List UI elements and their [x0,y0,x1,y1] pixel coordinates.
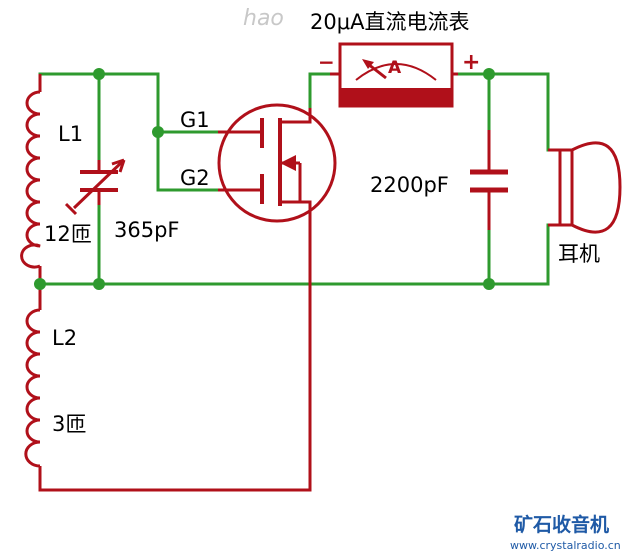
tuning-capacitor [64,158,126,216]
wire-source-return [38,245,312,492]
node [34,278,46,290]
meter-label: 20μA直流电流表 [310,10,470,34]
node [483,68,495,80]
wire-g2 [156,130,220,192]
ammeter [330,42,458,108]
node [152,126,164,138]
red-leads [38,74,560,492]
watermark: hao [243,6,284,31]
brand-title: 矿石收音机 [514,514,610,536]
meter-symbol: A [388,58,402,78]
earphone [558,141,622,234]
l2-label: L2 [52,326,78,350]
bypass-capacitor [470,169,508,193]
meter-plus: + [462,50,481,75]
wires [38,72,550,286]
tuning-capacitor-value: 365pF [114,218,180,242]
l1-label: L1 [58,122,84,146]
node [483,278,495,290]
l2-turns: 3匝 [52,412,87,436]
bypass-capacitor-value: 2200pF [370,173,449,197]
meter-minus: − [318,50,335,74]
junction-nodes [34,68,495,290]
gate1-label: G1 [180,108,210,132]
earphone-label: 耳机 [558,242,600,266]
wire-drain-meter [308,72,332,110]
gate2-label: G2 [180,166,210,190]
node [93,68,105,80]
wire-top-left [38,72,160,134]
mosfet [217,103,337,245]
wire-meter-right [456,72,550,152]
l1-turns: 12匝 [44,222,92,246]
brand-url: www.crystalradio.cn [510,539,621,552]
coil-l2 [24,308,41,468]
coil-l1 [20,90,41,269]
mosfet-arrow [280,155,296,171]
node [93,278,105,290]
